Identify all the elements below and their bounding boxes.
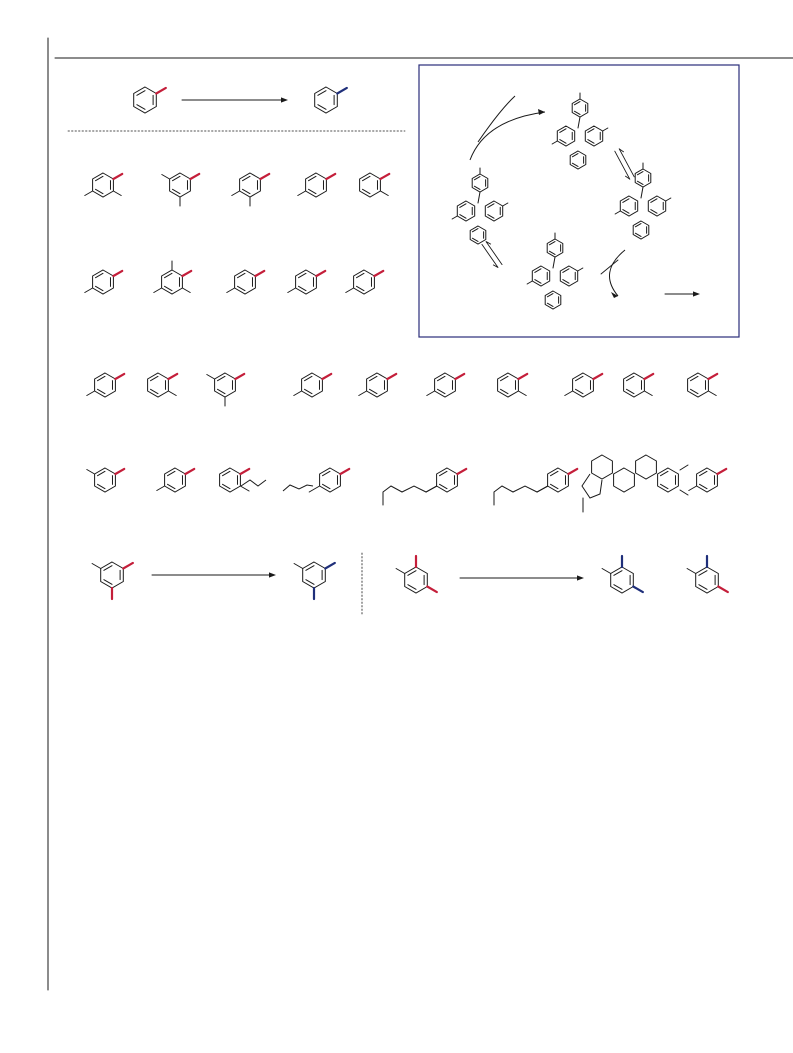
benzene-ring-icon	[601, 554, 644, 594]
substrate-icon	[497, 372, 529, 398]
substrate-icon	[297, 172, 337, 198]
benzene-ring-icon	[657, 467, 679, 493]
substrate-icon	[226, 269, 266, 295]
substrate-icon	[687, 372, 719, 398]
benzene-ring-icon	[551, 125, 576, 147]
page-frame	[47, 37, 793, 991]
reaction-arrow-icon	[181, 97, 288, 103]
curved-arrow-icon	[477, 95, 516, 143]
benzene-ring-icon	[591, 454, 613, 480]
substrate-icon	[345, 269, 385, 295]
substrate-icon	[287, 269, 327, 295]
benzene-ring-icon	[635, 454, 657, 480]
substrate-icon	[308, 467, 351, 493]
reaction-arrow-icon	[459, 575, 584, 581]
benzene-ring-icon	[613, 467, 635, 493]
propyl-chain	[240, 479, 267, 487]
substrate-icon	[153, 260, 193, 295]
benzene-ring-icon	[559, 265, 584, 287]
benzene-ring-icon	[584, 125, 609, 147]
substrate-icon	[147, 372, 179, 398]
benzene-ring-icon	[632, 220, 650, 240]
trityl-catalyst	[526, 232, 584, 310]
substrate-icon	[426, 372, 466, 398]
equilibrium-arrow-icon	[481, 241, 503, 268]
alkenyl-chain	[493, 485, 549, 493]
catalytic-cycle-panel	[418, 64, 740, 338]
trityl-catalyst	[614, 162, 672, 240]
alkenyl-chain	[382, 485, 438, 493]
substrate-icon	[219, 467, 251, 493]
trityl-catalyst	[451, 167, 509, 245]
curved-arrow-icon	[469, 111, 546, 161]
substrate-icon	[293, 372, 333, 398]
cycle-frame	[418, 64, 740, 338]
benzene-ring-icon	[571, 92, 589, 118]
benzene-ring-icon	[634, 162, 652, 188]
benzene-ring-icon	[647, 195, 672, 217]
substrate-icon	[86, 467, 126, 493]
benzene-ring-icon	[569, 150, 587, 170]
benzene-ring-icon	[451, 200, 476, 222]
substrate-icon	[359, 172, 391, 198]
benzene-ring-icon	[614, 195, 639, 217]
benzene-ring-icon	[471, 167, 489, 193]
benzene-ring-icon	[395, 554, 438, 594]
benzene-ring-icon	[91, 561, 134, 601]
substrate-icon	[358, 372, 398, 398]
substrate-icon	[206, 372, 246, 407]
substrate-icon	[564, 372, 604, 398]
general-reaction	[67, 86, 406, 132]
substrate-icon	[231, 172, 271, 207]
equilibrium-arrow-icon	[614, 148, 635, 180]
allyl-chain	[282, 484, 314, 492]
reaction-arrow-icon	[151, 572, 276, 578]
substrate-icon	[86, 372, 126, 398]
curved-arrow-icon	[609, 249, 626, 297]
benzene-ring-icon	[469, 225, 487, 245]
reaction-arrow-icon	[664, 291, 700, 297]
benzene-ring-icon	[546, 232, 564, 258]
substrate-icon	[156, 467, 196, 493]
substrate-icon	[623, 372, 655, 398]
benzene-ring-icon	[544, 290, 562, 310]
substrate-icon	[84, 269, 124, 295]
benzene-ring-icon	[293, 561, 336, 601]
substrate-scope-grid	[84, 172, 728, 513]
benzene-ring-icon	[484, 200, 509, 222]
benzene-ring-icon	[314, 86, 348, 114]
benzene-ring-icon	[133, 86, 167, 114]
substrate-icon	[688, 467, 728, 493]
bottom-reactions	[91, 552, 729, 616]
substrate-icon	[161, 172, 201, 207]
benzene-ring-icon	[686, 554, 729, 594]
benzene-ring-icon	[526, 265, 551, 287]
steroid-scaffold-icon	[581, 454, 689, 513]
trityl-catalyst	[551, 92, 609, 170]
substrate-icon	[84, 172, 124, 198]
